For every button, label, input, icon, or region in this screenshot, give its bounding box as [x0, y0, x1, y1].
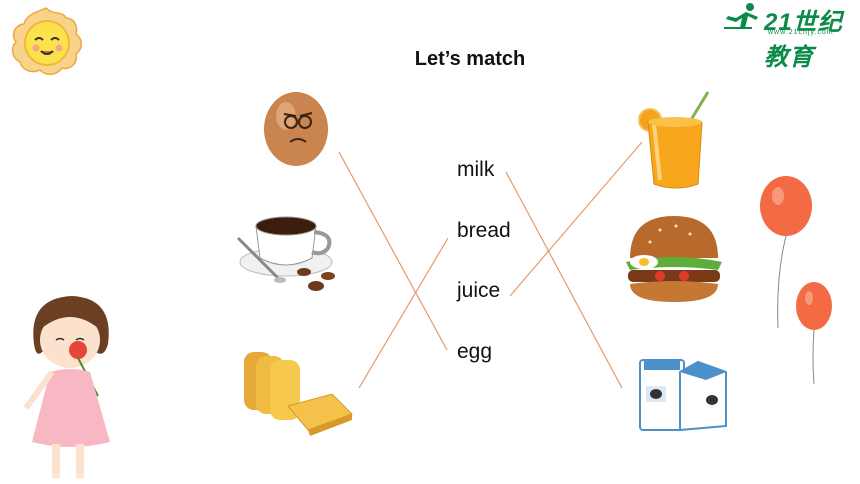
- match-line-egg: [338, 151, 448, 351]
- match-line-juice: [509, 141, 643, 297]
- word-bread[interactable]: bread: [457, 219, 511, 242]
- bread-image[interactable]: [240, 344, 356, 436]
- egg-image[interactable]: [258, 88, 338, 170]
- balloons-image: [760, 176, 832, 385]
- word-juice[interactable]: juice: [457, 279, 501, 302]
- orange-juice-image[interactable]: [636, 88, 712, 194]
- slide-title: Let’s match: [414, 48, 526, 70]
- burger-image[interactable]: [620, 212, 726, 306]
- word-egg[interactable]: egg: [457, 340, 493, 363]
- match-line-bread: [358, 237, 449, 389]
- logo-text: 21世纪教育: [764, 9, 843, 71]
- logo-url: www.21cnjy.com: [768, 29, 834, 36]
- milk-carton-image[interactable]: [638, 356, 728, 432]
- coffee-cup-image[interactable]: [234, 206, 340, 302]
- match-line-milk: [505, 171, 623, 389]
- word-milk[interactable]: milk: [457, 158, 495, 181]
- runner-logo-icon: [724, 3, 758, 29]
- girl-with-flower-image: [23, 296, 110, 478]
- sun-icon: [11, 7, 82, 75]
